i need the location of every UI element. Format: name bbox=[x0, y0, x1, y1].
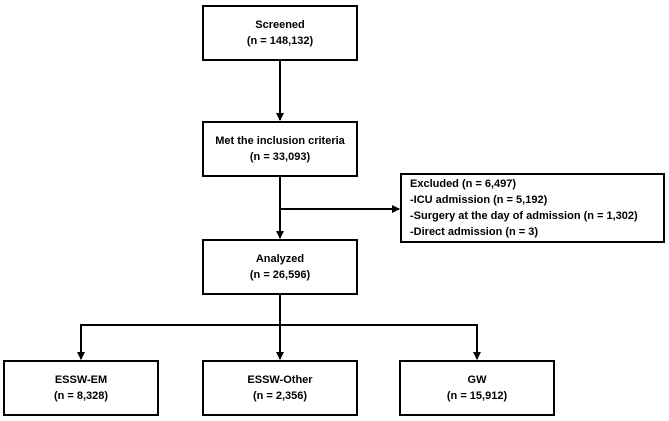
screened-label: Screened bbox=[255, 19, 305, 31]
group-label: GW bbox=[467, 374, 487, 386]
inclusion-count: (n = 33,093) bbox=[249, 151, 311, 163]
group-box-essw-other: ESSW-Other (n = 2,356) bbox=[202, 360, 358, 416]
group-box-gw: GW (n = 15,912) bbox=[399, 360, 555, 416]
group-count: (n = 8,328) bbox=[53, 390, 109, 402]
screened-count: (n = 148,132) bbox=[246, 35, 314, 47]
analyzed-box: Analyzed (n = 26,596) bbox=[202, 239, 358, 295]
analyzed-count: (n = 26,596) bbox=[249, 269, 311, 281]
group-count: (n = 2,356) bbox=[252, 390, 308, 402]
excluded-reason-direct: -Direct admission (n = 3) bbox=[410, 226, 539, 238]
group-box-essw-em: ESSW-EM (n = 8,328) bbox=[3, 360, 159, 416]
group-label: ESSW-EM bbox=[54, 374, 108, 386]
excluded-label: Excluded (n = 6,497) bbox=[410, 178, 517, 190]
group-label: ESSW-Other bbox=[247, 374, 313, 386]
excluded-reason-icu: -ICU admission (n = 5,192) bbox=[410, 194, 548, 206]
group-count: (n = 15,912) bbox=[446, 390, 508, 402]
excluded-box: Excluded (n = 6,497) -ICU admission (n =… bbox=[400, 173, 665, 243]
inclusion-label: Met the inclusion criteria bbox=[215, 135, 345, 147]
excluded-reason-surgery: -Surgery at the day of admission (n = 1,… bbox=[410, 210, 638, 222]
analyzed-label: Analyzed bbox=[255, 253, 305, 265]
inclusion-box: Met the inclusion criteria (n = 33,093) bbox=[202, 121, 358, 177]
screened-box: Screened (n = 148,132) bbox=[202, 5, 358, 61]
